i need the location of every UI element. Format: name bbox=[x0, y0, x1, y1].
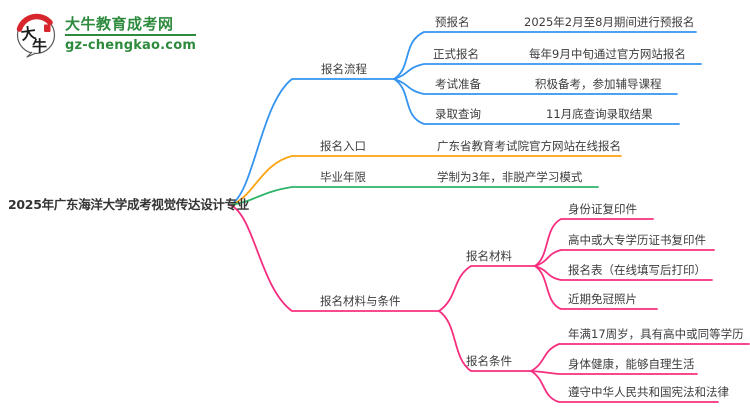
site-logo: 大 牛 大牛教育成考网 gz-chengkao.com bbox=[13, 10, 197, 58]
connector-material-1 bbox=[534, 218, 654, 267]
site-name: 大牛教育成考网 bbox=[65, 15, 174, 33]
connector-condition-3 bbox=[530, 370, 719, 403]
leaf-law-requirement: 遵守中华人民共和国宪法和法律 bbox=[568, 385, 729, 399]
branch-materials-conditions: 报名材料与条件 bbox=[320, 294, 401, 308]
branch-registration-process: 报名流程 bbox=[321, 62, 367, 76]
node-exam-preparation: 考试准备 bbox=[435, 77, 481, 91]
branch-registration-portal: 报名入口 bbox=[320, 139, 366, 153]
node-pre-registration: 预报名 bbox=[435, 15, 470, 29]
connector-process-4 bbox=[393, 78, 680, 125]
logo-divider bbox=[65, 34, 197, 36]
connector-process-main bbox=[229, 78, 395, 206]
root-topic: 2025年广东海洋大学成考视觉传达设计专业 bbox=[8, 197, 249, 212]
leaf-health-requirement: 身体健康，能够自理生活 bbox=[568, 357, 695, 371]
connector-conditions-down bbox=[438, 310, 532, 372]
connector-process-1 bbox=[393, 31, 697, 80]
leaf-photo: 近期免冠照片 bbox=[568, 292, 637, 306]
connector-material-3 bbox=[534, 265, 713, 281]
connector-material-2 bbox=[534, 249, 715, 267]
sub-branch-conditions: 报名条件 bbox=[466, 354, 512, 368]
connector-process-3 bbox=[393, 78, 678, 95]
leaf-age-requirement: 年满17周岁，具有高中或同等学历 bbox=[568, 327, 744, 341]
node-admission-query: 录取查询 bbox=[435, 107, 481, 121]
value-official-registration: 每年9月中旬通过官方网站报名 bbox=[529, 47, 686, 61]
value-registration-portal: 广东省教育考试院官方网站在线报名 bbox=[437, 139, 621, 153]
branch-study-duration: 毕业年限 bbox=[320, 170, 366, 184]
connector-condition-1 bbox=[530, 343, 750, 372]
connector-duration bbox=[229, 186, 599, 206]
connector-materials-main bbox=[229, 204, 440, 312]
leaf-id-copy: 身份证复印件 bbox=[568, 202, 637, 216]
connector-materials-up bbox=[438, 265, 536, 312]
connector-portal bbox=[229, 155, 622, 206]
logo-mark-icon: 大 牛 bbox=[16, 13, 56, 58]
leaf-diploma-copy: 高中或大专学历证书复印件 bbox=[568, 233, 706, 247]
connector-condition-2 bbox=[530, 370, 698, 375]
logo-char-2: 牛 bbox=[32, 37, 47, 55]
connector-process-2 bbox=[393, 63, 702, 80]
node-official-registration: 正式报名 bbox=[433, 47, 479, 61]
value-study-duration: 学制为3年，非脱产学习模式 bbox=[437, 170, 583, 184]
value-admission-query: 11月底查询录取结果 bbox=[546, 107, 653, 121]
sub-branch-materials: 报名材料 bbox=[466, 249, 512, 263]
site-domain: gz-chengkao.com bbox=[65, 38, 197, 53]
value-pre-registration: 2025年2月至8月期间进行预报名 bbox=[524, 15, 695, 29]
logo-char-1: 大 bbox=[20, 24, 37, 44]
value-exam-preparation: 积极备考，参加辅导课程 bbox=[535, 77, 662, 91]
logo-text: 大牛教育成考网 gz-chengkao.com bbox=[65, 15, 197, 53]
leaf-registration-form: 报名表（在线填写后打印） bbox=[568, 263, 706, 277]
connector-material-4 bbox=[534, 265, 658, 310]
